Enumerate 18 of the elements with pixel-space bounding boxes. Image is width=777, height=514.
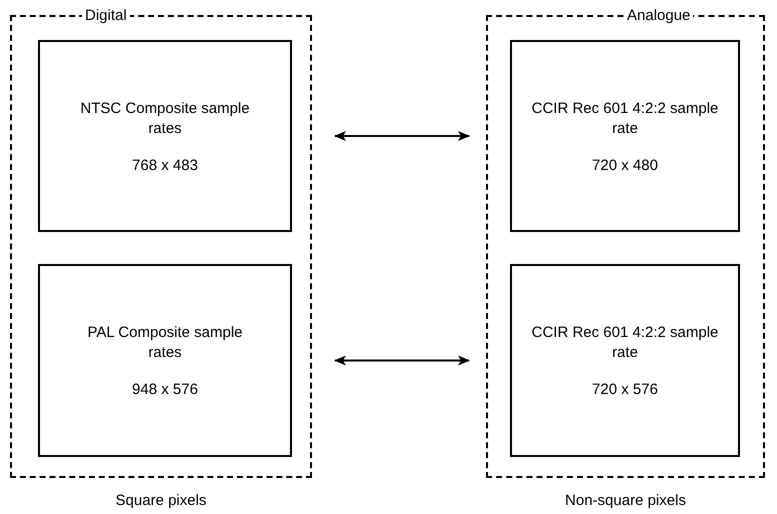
double-arrow — [334, 356, 470, 366]
group-caption: Non-square pixels — [564, 492, 687, 509]
resolution-text: 948 x 576 — [132, 381, 198, 398]
format-box — [510, 40, 740, 232]
format-label: NTSC Composite sample rates — [79, 98, 251, 138]
format-box — [38, 40, 292, 232]
format-box — [38, 264, 292, 457]
double-arrow — [334, 131, 470, 141]
group-heading: Analogue — [624, 7, 694, 25]
resolution-text: 720 x 480 — [592, 156, 658, 174]
format-label: PAL Composite sample rates — [86, 323, 244, 363]
format-label: CCIR Rec 601 4:2:2 sample rate — [530, 98, 720, 138]
group-caption: Square pixels — [114, 492, 208, 509]
format-box — [510, 264, 740, 457]
resolution-text: 768 x 483 — [132, 156, 198, 174]
resolution-text: 720 x 576 — [592, 381, 658, 398]
format-label: CCIR Rec 601 4:2:2 sample rate — [530, 323, 720, 363]
group-heading: Digital — [82, 7, 130, 25]
